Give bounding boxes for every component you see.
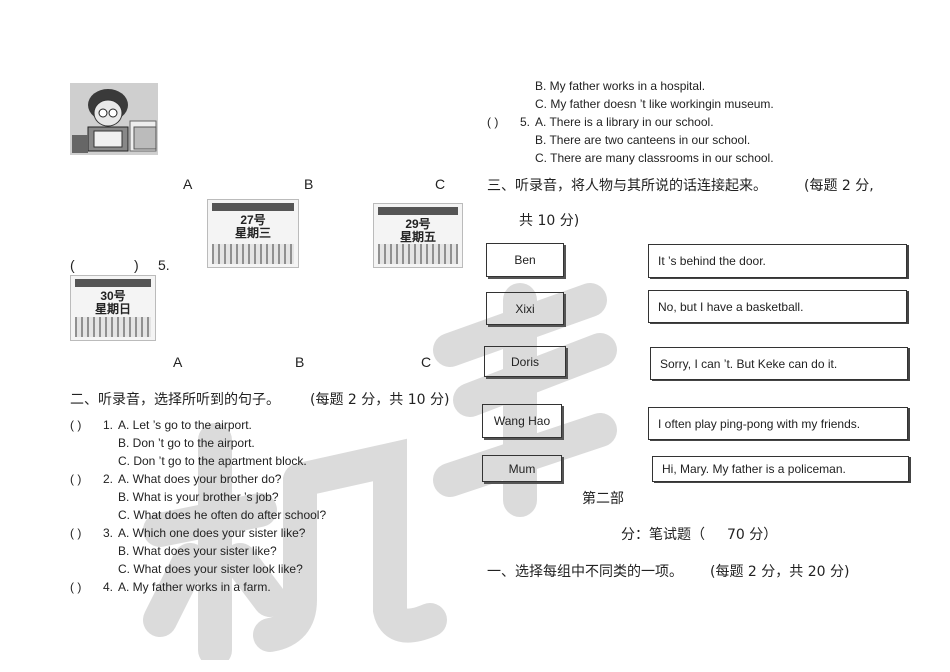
section2-heading: 二、听录音，选择所听到的句子。 bbox=[70, 392, 280, 408]
sentence-box: It ’s behind the door. bbox=[648, 244, 907, 278]
section3-score-cont: 共 10 分) bbox=[519, 213, 580, 229]
option-label-b: B bbox=[295, 354, 305, 370]
option-text: C. What does your sister look like? bbox=[118, 562, 303, 576]
option-text: B. Don ’t go to the airport. bbox=[118, 436, 255, 450]
name-label: Wang Hao bbox=[493, 414, 551, 428]
option-text: C. Don ’t go to the apartment block. bbox=[118, 454, 307, 468]
answer-paren: ( ) bbox=[487, 115, 499, 129]
option-text: B. There are two canteens in our school. bbox=[535, 133, 751, 147]
option-text: B. What is your brother ’s job? bbox=[118, 490, 279, 504]
section3-score: (每题 2 分, bbox=[804, 178, 874, 194]
sentence-text: No, but I have a basketball. bbox=[658, 299, 804, 314]
option-text: A. My father works in a farm. bbox=[118, 580, 271, 594]
answer-paren-open: ( bbox=[70, 257, 75, 273]
option-label-c: C bbox=[421, 354, 432, 370]
question-number: 4. bbox=[103, 580, 114, 594]
sentence-text: Hi, Mary. My father is a policeman. bbox=[662, 462, 846, 476]
name-box-doris: Doris bbox=[484, 346, 566, 377]
answer-paren: ( ) bbox=[70, 580, 82, 594]
answer-paren: ( ) bbox=[70, 418, 82, 432]
option-label-c: C bbox=[435, 176, 446, 192]
name-box-xixi: Xixi bbox=[486, 292, 564, 325]
name-label: Mum bbox=[508, 461, 536, 476]
calendar-weekday: 星期五 bbox=[399, 230, 436, 244]
name-box-ben: Ben bbox=[486, 243, 564, 277]
name-box-wang-hao: Wang Hao bbox=[482, 404, 562, 438]
answer-paren: ( ) bbox=[70, 526, 82, 540]
name-box-mum: Mum bbox=[482, 455, 562, 482]
option-text: C. What does he often do after school? bbox=[118, 508, 327, 522]
name-label: Xixi bbox=[515, 301, 535, 316]
option-text: A. There is a library in our school. bbox=[535, 115, 714, 129]
option-text: A. Which one does your sister like? bbox=[118, 526, 306, 540]
name-label: Ben bbox=[514, 253, 536, 267]
part2-title: 第二部 bbox=[582, 491, 624, 507]
part2-score: 70 分） bbox=[727, 527, 778, 543]
answer-paren: ( ) bbox=[70, 472, 82, 486]
sentence-box: I often play ping-pong with my friends. bbox=[648, 407, 908, 440]
section2-score: (每题 2 分，共 10 分) bbox=[310, 392, 450, 408]
calendar-image: 29号 星期五 bbox=[373, 203, 463, 268]
calendar-image: 30号 星期日 bbox=[70, 275, 156, 341]
option-label-b: B bbox=[304, 176, 314, 192]
calendar-image: 27号 星期三 bbox=[207, 199, 299, 268]
sentence-text: Sorry, I can ’t. But Keke can do it. bbox=[660, 356, 838, 371]
sentence-text: I often play ping-pong with my friends. bbox=[658, 416, 861, 431]
sentence-box: No, but I have a basketball. bbox=[648, 290, 907, 323]
option-text: A. What does your brother do? bbox=[118, 472, 282, 486]
section1-score: (每题 2 分，共 20 分) bbox=[710, 564, 850, 580]
option-text: C. My father doesn ’t like workingin mus… bbox=[535, 97, 774, 111]
calendar-day: 29号 bbox=[405, 217, 431, 231]
answer-paren-close: ) bbox=[134, 257, 139, 273]
question-number: 3. bbox=[103, 526, 114, 540]
question-number: 2. bbox=[103, 472, 114, 486]
option-label-a: A bbox=[173, 354, 183, 370]
name-label: Doris bbox=[510, 354, 539, 369]
sentence-box: Hi, Mary. My father is a policeman. bbox=[652, 456, 909, 482]
calendar-weekday: 星期日 bbox=[94, 302, 131, 316]
option-text: B. What does your sister like? bbox=[118, 544, 277, 558]
sentence-text: It ’s behind the door. bbox=[658, 254, 766, 268]
option-text: B. My father works in a hospital. bbox=[535, 79, 706, 93]
calendar-day: 27号 bbox=[240, 213, 266, 227]
calendar-weekday: 星期三 bbox=[234, 226, 271, 240]
question-number: 5. bbox=[520, 115, 531, 129]
option-label-a: A bbox=[183, 176, 193, 192]
section3-heading: 三、听录音，将人物与其所说的话连接起来。 bbox=[487, 178, 767, 194]
part2-subtitle: 分：笔试题（ bbox=[621, 527, 705, 543]
section1-heading: 一、选择每组中不同类的一项。 bbox=[487, 564, 683, 580]
option-text: C. There are many classrooms in our scho… bbox=[535, 151, 774, 165]
boy-reading-icon bbox=[70, 83, 158, 155]
option-text: A. Let ’s go to the airport. bbox=[118, 418, 252, 432]
question-number: 1. bbox=[103, 418, 114, 432]
sentence-box: Sorry, I can ’t. But Keke can do it. bbox=[650, 347, 908, 380]
calendar-day: 30号 bbox=[100, 289, 126, 303]
question-number: 5. bbox=[158, 257, 170, 273]
boy-reading-image bbox=[70, 83, 158, 155]
